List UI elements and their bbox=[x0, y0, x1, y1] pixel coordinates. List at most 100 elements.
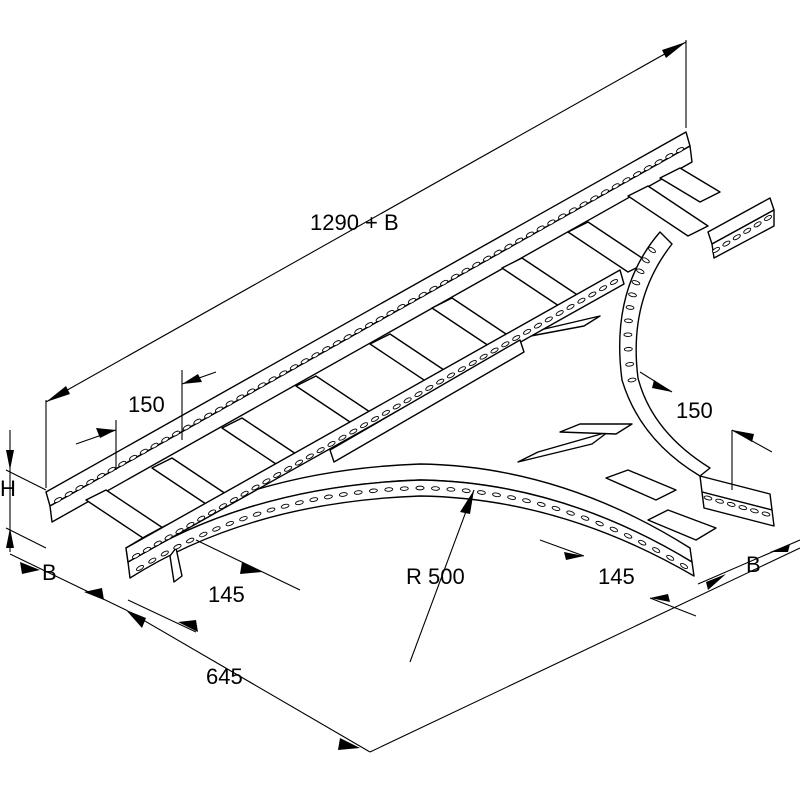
slot-hole bbox=[750, 508, 759, 514]
slot-hole bbox=[96, 472, 105, 479]
slot-hole bbox=[504, 243, 513, 250]
slot-hole bbox=[763, 214, 773, 222]
slot-hole bbox=[457, 366, 466, 373]
slot-hole bbox=[414, 391, 423, 398]
slot-hole bbox=[322, 346, 331, 353]
slot-hole bbox=[577, 297, 586, 304]
slot-hole bbox=[703, 495, 713, 501]
slot-hole bbox=[501, 341, 510, 348]
slot-hole bbox=[381, 409, 390, 416]
slot-hole bbox=[580, 515, 590, 521]
slot-hole bbox=[566, 510, 575, 516]
slot-hole bbox=[636, 268, 645, 274]
slot-hole bbox=[257, 382, 266, 389]
slot-hole bbox=[436, 378, 445, 385]
slot-hole bbox=[440, 279, 449, 286]
slot-hole bbox=[294, 459, 304, 466]
slot-hole bbox=[295, 500, 304, 506]
slot-hole bbox=[252, 511, 262, 517]
slot-hole bbox=[623, 346, 633, 352]
slot-hole bbox=[648, 246, 656, 254]
slot-hole bbox=[738, 505, 748, 511]
slot-hole bbox=[316, 447, 325, 454]
slot-hole bbox=[193, 418, 202, 425]
slot-hole bbox=[609, 279, 619, 285]
slot-hole bbox=[624, 318, 633, 324]
slot-hole bbox=[171, 430, 181, 437]
slot-hole bbox=[161, 436, 170, 443]
slot-hole bbox=[300, 358, 309, 365]
slot-hole bbox=[327, 440, 336, 447]
slot-hole bbox=[568, 207, 577, 214]
slot-hole bbox=[343, 334, 352, 341]
slot-hole bbox=[236, 394, 245, 401]
slot-hole bbox=[611, 183, 620, 190]
slot-hole bbox=[368, 488, 378, 494]
slot-hole bbox=[631, 280, 641, 286]
width-right-label: B bbox=[746, 552, 761, 577]
slot-hole bbox=[239, 516, 248, 522]
slot-hole bbox=[160, 550, 169, 557]
branch-length-label: 645 bbox=[206, 664, 243, 689]
front-curved-rail bbox=[125, 463, 695, 583]
slot-hole bbox=[588, 291, 597, 298]
slot-hole bbox=[600, 189, 609, 196]
slot-hole bbox=[726, 501, 736, 507]
slot-hole bbox=[468, 360, 477, 366]
slot-hole bbox=[392, 403, 401, 410]
slot-hole bbox=[273, 472, 282, 478]
slot-hole bbox=[207, 509, 217, 516]
slot-hole bbox=[555, 310, 564, 317]
offset-left-label: 145 bbox=[208, 582, 245, 607]
slot-hole bbox=[579, 201, 588, 208]
slot-hole bbox=[536, 225, 545, 232]
slot-hole bbox=[551, 505, 561, 512]
slot-hole bbox=[590, 195, 599, 202]
slot-hole bbox=[665, 153, 674, 159]
slot-hole bbox=[446, 372, 456, 379]
slot-hole bbox=[403, 397, 412, 404]
slot-hole bbox=[305, 453, 314, 460]
slot-hole bbox=[164, 534, 173, 541]
slot-hole bbox=[732, 234, 741, 241]
slot-hole bbox=[338, 492, 348, 497]
offset-right-label: 145 bbox=[598, 564, 635, 589]
slot-hole bbox=[722, 240, 731, 247]
slot-hole bbox=[323, 494, 333, 500]
rung-spacing-right-label: 150 bbox=[676, 398, 713, 423]
slot-hole bbox=[595, 520, 604, 527]
slot-hole bbox=[761, 511, 771, 517]
slot-hole bbox=[349, 428, 358, 435]
slot-hole bbox=[492, 492, 501, 498]
slot-hole bbox=[150, 442, 159, 449]
slot-hole bbox=[715, 498, 724, 504]
slot-hole bbox=[627, 377, 637, 383]
slot-hole bbox=[364, 322, 374, 328]
slot-hole bbox=[251, 484, 260, 491]
slot-hole bbox=[641, 257, 650, 264]
slot-hole bbox=[482, 255, 492, 262]
slot-hole bbox=[375, 316, 384, 322]
slot-hole bbox=[246, 388, 256, 395]
slot-hole bbox=[638, 539, 647, 546]
slot-hole bbox=[743, 227, 752, 234]
slot-hole bbox=[186, 537, 195, 544]
slot-hole bbox=[86, 478, 95, 485]
slot-hole bbox=[225, 400, 234, 407]
slot-hole bbox=[415, 485, 425, 491]
slot-hole bbox=[557, 213, 567, 220]
slot-hole bbox=[311, 352, 320, 359]
slot-hole bbox=[680, 562, 688, 570]
overall-length-label: 1290 + B bbox=[310, 210, 399, 235]
slot-hole bbox=[633, 171, 642, 178]
slot-hole bbox=[199, 531, 208, 538]
slot-hole bbox=[397, 303, 406, 310]
rail-slot-holes bbox=[53, 147, 773, 572]
slot-hole bbox=[493, 249, 502, 256]
width-left-label: B bbox=[42, 560, 57, 585]
slot-hole bbox=[280, 503, 290, 509]
slot-hole bbox=[338, 434, 347, 441]
slot-hole bbox=[525, 231, 534, 238]
slot-hole bbox=[431, 486, 440, 491]
